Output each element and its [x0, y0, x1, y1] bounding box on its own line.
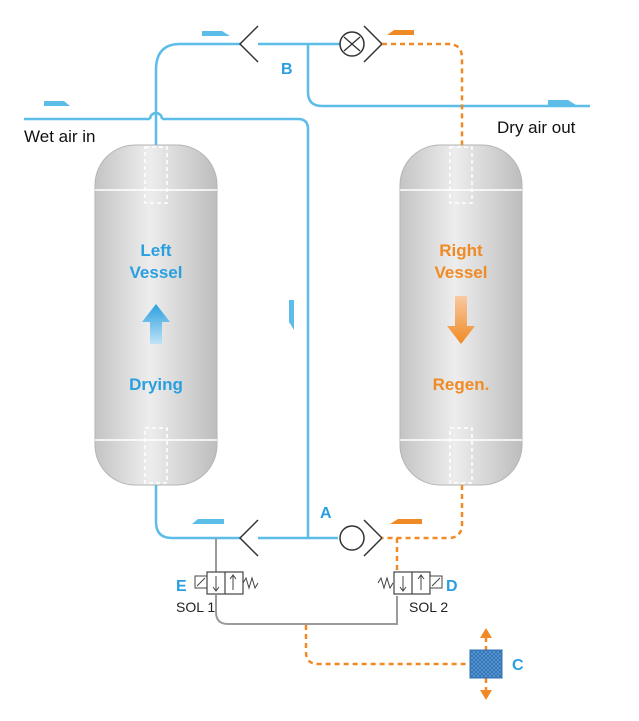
muffler-c: [469, 628, 503, 700]
point-d-label: D: [446, 578, 458, 595]
sol2-label: SOL 2: [409, 599, 448, 615]
right-vessel-name-line1: Right: [439, 241, 483, 260]
solenoid-valve-2: [377, 571, 443, 595]
left-vessel-name-line2: Vessel: [130, 263, 183, 282]
check-valve-top-left: [238, 25, 259, 63]
wet-air-in-label: Wet air in: [24, 127, 96, 146]
blue-flow-arrows: [44, 31, 576, 524]
dry-air-out-label: Dry air out: [497, 118, 576, 137]
solenoid-valve-1: [194, 571, 259, 595]
check-valve-bottom-left: [238, 519, 259, 557]
sol1-label: SOL 1: [176, 599, 215, 615]
check-valve-a: [339, 519, 384, 557]
point-b-label: B: [281, 61, 293, 78]
left-vessel-name-line1: Left: [140, 241, 172, 260]
drying-up-arrow: [142, 304, 170, 344]
point-a-label: A: [320, 505, 332, 522]
regen-flow-pipes: [304, 42, 488, 690]
drying-flow-pipes: [24, 42, 590, 540]
point-e-label: E: [176, 578, 187, 595]
point-c-label: C: [512, 657, 524, 674]
throttle-valve-top: [339, 25, 384, 63]
right-vessel-mode: Regen.: [433, 375, 490, 394]
right-vessel-name-line2: Vessel: [435, 263, 488, 282]
orange-flow-arrows: [387, 30, 422, 524]
drain-line: [215, 538, 398, 625]
left-vessel-mode: Drying: [129, 375, 183, 394]
regen-down-arrow: [447, 296, 475, 344]
